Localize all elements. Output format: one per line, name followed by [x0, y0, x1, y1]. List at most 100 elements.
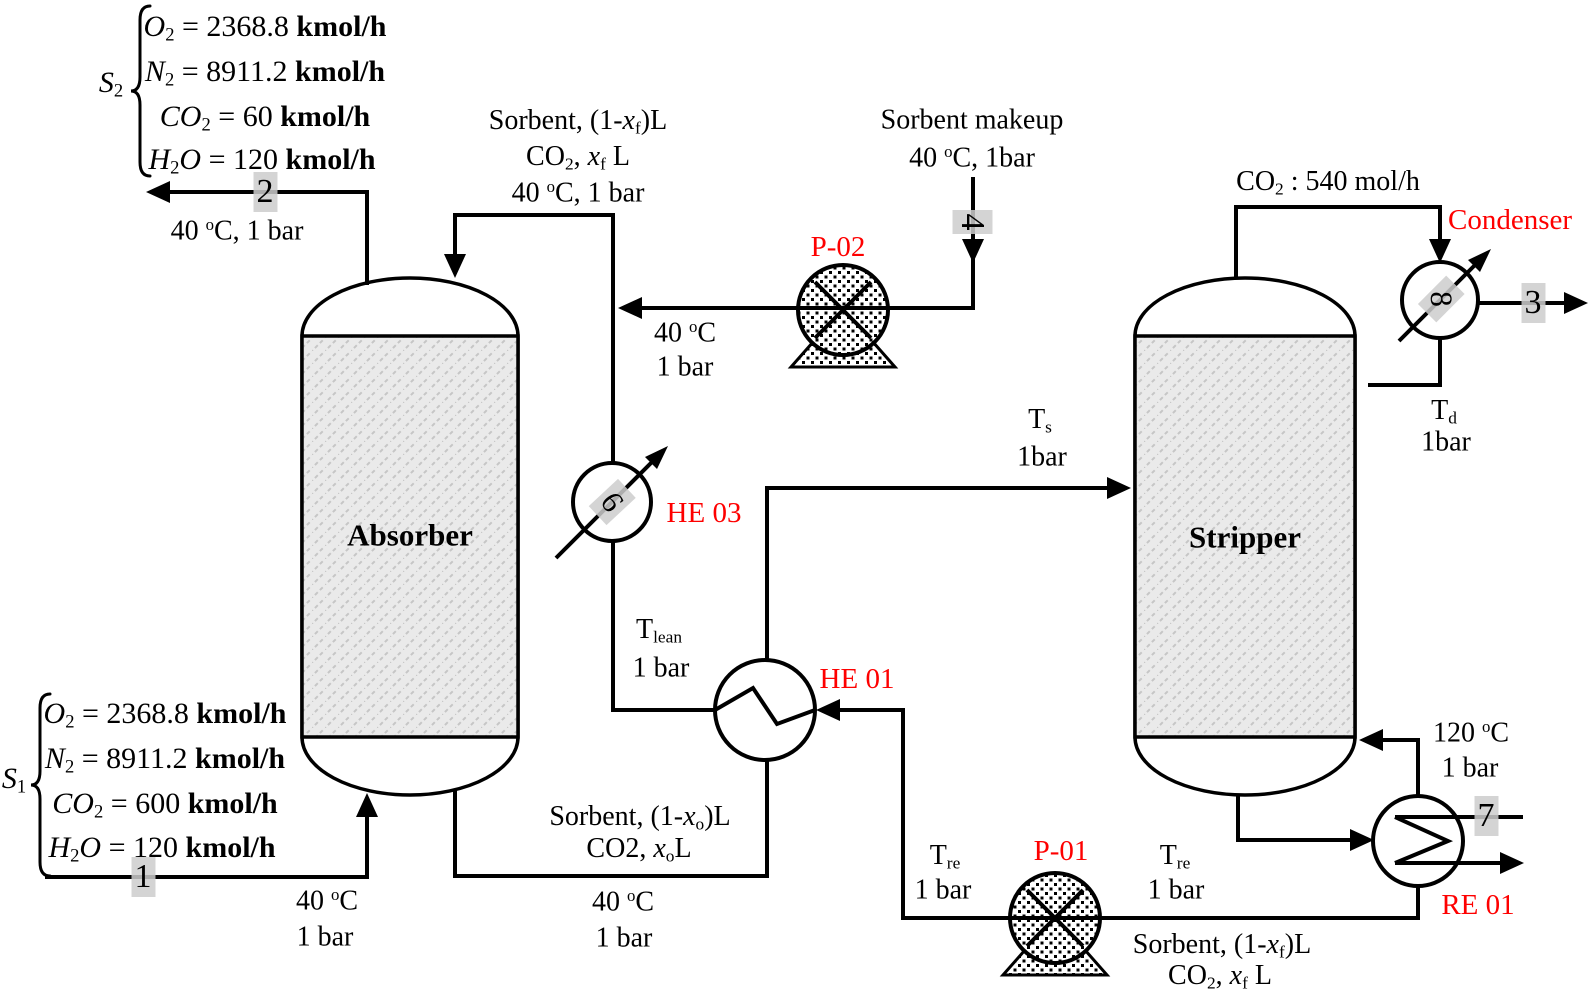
- co2-product-rate: CO2 : 540 mol/h: [1236, 166, 1420, 199]
- he01-body: [713, 658, 817, 762]
- arrow-stream1-up: [356, 793, 378, 817]
- stream-2-number: 2: [256, 173, 274, 210]
- stream-1-badge: 1: [131, 857, 155, 897]
- s2-row-h2o: H2O = 120 kmol/h: [148, 142, 376, 179]
- stream1-pressure: 1 bar: [296, 921, 354, 953]
- he03-utility-arrow: [645, 446, 668, 469]
- lean-sorbent-label-2: CO2, xf L: [526, 141, 630, 174]
- sorbent-makeup-title: Sorbent makeup: [880, 104, 1064, 136]
- arrow-into-he01: [816, 699, 840, 721]
- arrow-makeup-down: [962, 239, 984, 263]
- pipes: [45, 177, 1576, 920]
- stream2-conditions: 40 oC, 1 bar: [170, 215, 304, 247]
- stream-3-badge: 3: [1521, 283, 1545, 323]
- pipe-lean-sorbent-to-absorber: [453, 213, 717, 712]
- stripper-vessel: [1133, 276, 1357, 797]
- absorber-vessel: [300, 276, 520, 797]
- reboiler-return-temp: 120 oC: [1432, 717, 1510, 749]
- stripper-label: Stripper: [1189, 519, 1301, 555]
- s1-row-h2o: H2O = 120 kmol/h: [48, 830, 276, 867]
- absorber-label: Absorber: [347, 517, 473, 553]
- s1-row-co2: CO2 = 600 kmol/h: [52, 786, 278, 823]
- s2-row-n2: N2 = 8911.2 kmol/h: [144, 54, 386, 91]
- tre-right-label: Tre: [1159, 840, 1191, 873]
- rich-sorbent-temp: 40 oC: [591, 886, 655, 918]
- pipe-rich-sorbent-to-stripper: [453, 486, 1120, 878]
- tlean-label: Tlean: [635, 614, 683, 647]
- pipe-stripper-bottoms: [1236, 795, 1362, 842]
- stream-2-highlight: [253, 172, 277, 212]
- tre-left-label: Tre: [929, 840, 961, 873]
- stream-1-number: 1: [134, 858, 152, 895]
- stream-1-highlight: [131, 857, 155, 897]
- p02-label: P-02: [810, 230, 866, 263]
- stream-4-badge: 4: [952, 203, 992, 241]
- fat-sorbent-label-1: Sorbent, (1-xf)L: [1132, 929, 1312, 962]
- td-pressure: 1bar: [1421, 426, 1471, 458]
- fat-sorbent-label-2: CO2, xf L: [1168, 960, 1272, 993]
- condenser-utility-arrow: [1468, 249, 1491, 272]
- td-label: Td: [1431, 395, 1457, 428]
- rich-sorbent-label-1: Sorbent, (1-xo)L: [549, 801, 731, 834]
- he01-symbol: [713, 658, 817, 762]
- pipe-stream2-offgas: [160, 190, 369, 285]
- s1-stream-tag: S1: [1, 761, 27, 798]
- s2-stream-tag: S2: [98, 65, 124, 102]
- arrow-into-condenser: [1429, 239, 1451, 263]
- stream-7-number: 7: [1477, 797, 1495, 834]
- arrow-p02-into-lean-line: [618, 297, 642, 319]
- arrow-vapor-into-stripper: [1359, 729, 1383, 751]
- stream-6-badge: 6: [588, 478, 636, 526]
- arrowheads: [146, 181, 1588, 874]
- pipe-condenser-reflux: [1368, 338, 1442, 387]
- re01-label: RE 01: [1441, 888, 1515, 921]
- stream-3-number: 3: [1524, 284, 1542, 321]
- ts-pressure: 1bar: [1017, 441, 1067, 473]
- re01-symbol: [1371, 794, 1523, 888]
- s1-row-n2: N2 = 8911.2 kmol/h: [44, 741, 286, 778]
- stream-8-number: 8: [1423, 290, 1460, 308]
- rich-sorbent-label-2: CO2, xoL: [586, 833, 692, 866]
- tlean-pressure: 1 bar: [632, 652, 690, 684]
- s2-brace: [130, 4, 152, 178]
- he03-label: HE 03: [666, 496, 742, 529]
- arrow-stream2-left: [146, 181, 170, 203]
- stream-8-badge: 8: [1417, 275, 1465, 323]
- stream-2-badge: 2: [253, 172, 277, 212]
- lean-sorbent-label-1: Sorbent, (1-xf)L: [488, 105, 668, 138]
- p02-line-pressure: 1 bar: [656, 351, 714, 383]
- absorber-packing: [300, 334, 520, 739]
- pipe-p02-discharge-and-makeup: [628, 177, 975, 310]
- pipe-stripper-overhead: [1234, 205, 1442, 278]
- pipe-lean-return-via-p01: [826, 708, 1420, 920]
- s1-brace: [30, 692, 52, 878]
- he01-zigzag: [713, 685, 816, 727]
- stripper-packing: [1133, 334, 1357, 739]
- arrow-lean-into-absorber: [444, 254, 466, 278]
- arrow-ts-into-stripper: [1107, 477, 1131, 499]
- condenser-label: Condenser: [1447, 203, 1573, 236]
- s2-row-co2: CO2 = 60 kmol/h: [159, 99, 371, 136]
- stream-3-highlight: [1521, 283, 1545, 323]
- stream-7-highlight: [1474, 796, 1498, 836]
- p02-line-temp: 40 oC: [653, 317, 717, 349]
- arrow-stream3-right: [1564, 292, 1588, 314]
- re01-chevron: [1394, 815, 1454, 865]
- rich-sorbent-pressure: 1 bar: [595, 922, 653, 954]
- arrow-into-re01: [1350, 829, 1374, 851]
- reboiler-return-pressure: 1 bar: [1441, 752, 1499, 784]
- p01-label: P-01: [1033, 834, 1089, 867]
- sorbent-makeup-conditions: 40 oC, 1bar: [909, 142, 1035, 174]
- pump-p02-symbol: [787, 263, 899, 369]
- s1-row-o2: O2 = 2368.8 kmol/h: [43, 696, 287, 733]
- lean-sorbent-conditions: 40 oC, 1 bar: [511, 177, 645, 209]
- stream-7-badge: 7: [1474, 796, 1498, 836]
- he01-label: HE 01: [819, 662, 895, 695]
- pump-p01-symbol: [999, 871, 1111, 977]
- stream1-temp: 40 oC: [295, 885, 359, 917]
- ts-label: Ts: [1028, 404, 1052, 437]
- s2-row-o2: O2 = 2368.8 kmol/h: [143, 9, 387, 46]
- pipe-reboiler-vapor-return: [1372, 738, 1420, 796]
